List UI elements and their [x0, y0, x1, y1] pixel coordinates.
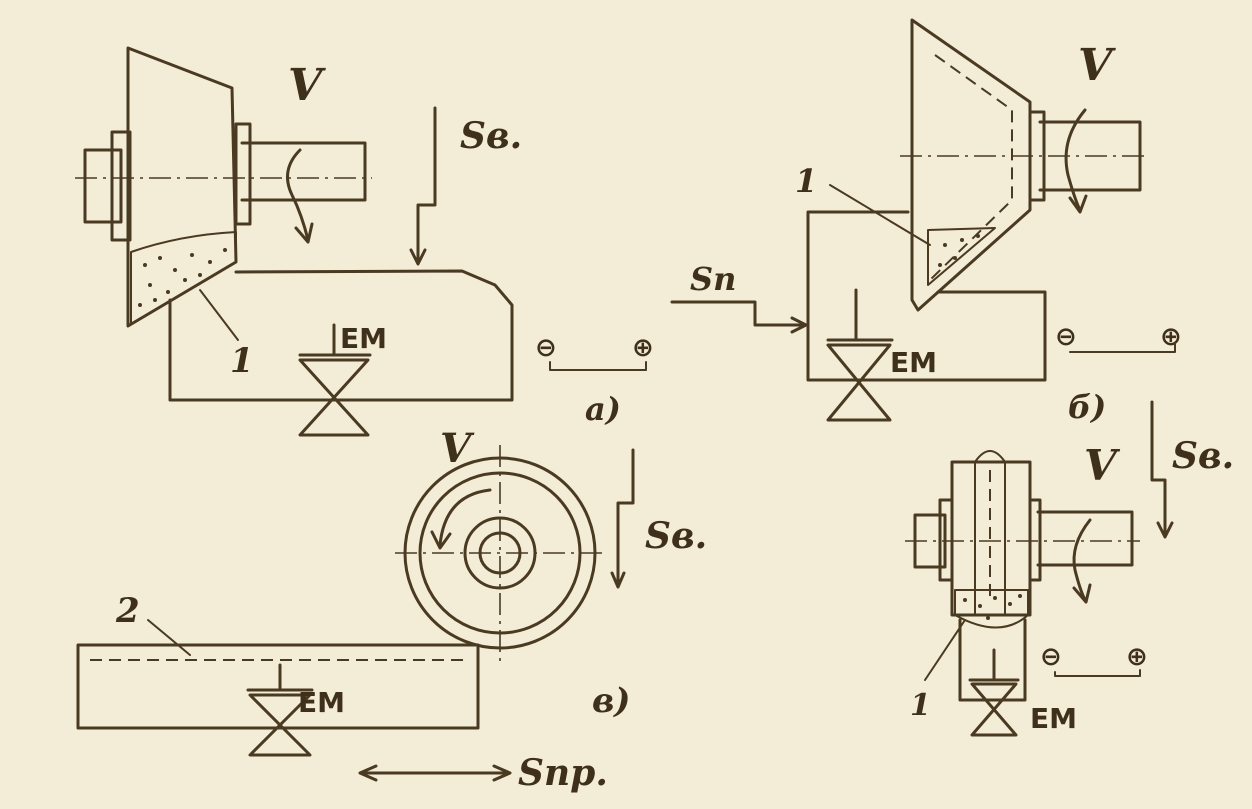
panel-g-circuit-line [1054, 669, 1141, 677]
panel-g-rotation-arrowhead [1072, 583, 1092, 604]
panel-a-shaft [240, 141, 367, 202]
panel-a-feed-label: Sв. [460, 115, 522, 157]
panel-v: V Sв. 2 EM в) Sпр. [76, 425, 707, 794]
panel-a-rotation-arrow [286, 148, 310, 242]
panel-g-feed-arrow [1150, 400, 1167, 537]
panel-a-part-number: 1 [230, 341, 254, 381]
panel-b: V 1 Sп EM ⊖ ⊕ б) [670, 18, 1182, 426]
panel-g-rotation-arrow [1072, 518, 1092, 602]
panel-v-feed-arrow [616, 448, 635, 587]
panel-b-feed-label: Sп [690, 260, 736, 298]
panel-g-plus-terminal: ⊕ [1126, 642, 1148, 672]
panel-b-rotation-arrowhead [1068, 194, 1088, 214]
panel-b-wheel-inner [929, 54, 1013, 281]
panel-a-feed-arrowhead [409, 248, 427, 266]
panel-v-part-number: 2 [115, 591, 140, 631]
panel-a-nut [83, 148, 123, 224]
panel-v-letter: в) [592, 681, 630, 721]
panel-v-rotation-arrow [438, 488, 492, 547]
panel-b-part-number: 1 [795, 162, 817, 200]
panel-v-electrode-block [76, 643, 480, 730]
panel-a-circuit-line [549, 361, 647, 371]
panel-a-speed-label: V [288, 60, 326, 111]
panel-b-minus-terminal: ⊖ [1055, 322, 1077, 352]
panel-a-abrasive-zone [130, 231, 237, 325]
panel-a-minus-terminal: ⊖ [535, 333, 557, 363]
panel-b-plus-terminal: ⊕ [1160, 322, 1182, 352]
panel-b-feed-arrowhead [790, 316, 808, 334]
panel-b-em-symbol [826, 288, 894, 422]
panel-b-leader [829, 184, 931, 246]
panel-a-feed-arrow [416, 106, 437, 264]
panel-b-letter: б) [1068, 388, 1106, 426]
panel-g-part-number: 1 [910, 688, 931, 723]
panel-b-grit [938, 234, 980, 267]
panel-g-feed-arrowhead [1156, 521, 1174, 539]
panel-a-em-symbol [298, 323, 372, 437]
panel-a-leader [199, 289, 239, 341]
panel-b-wheel-outer [910, 18, 1032, 312]
panel-v-traverse-left-head [358, 764, 378, 782]
panel-a-letter: а) [585, 390, 621, 428]
panel-g-electrode-label: EM [1030, 702, 1077, 735]
panel-v-leader [147, 619, 191, 656]
panel-g-speed-label: V [1084, 441, 1121, 490]
panel-b-electrode-block [806, 210, 1047, 382]
panel-v-rotation-arrowhead [430, 530, 452, 550]
panel-a-grit [138, 248, 227, 307]
panel-v-speed-label: V [440, 425, 475, 472]
panel-g-minus-terminal: ⊖ [1040, 642, 1062, 672]
panel-b-circuit-line [1069, 342, 1176, 353]
panel-a-flange-right [234, 122, 252, 226]
panel-a-wheel [126, 46, 238, 328]
panel-b-abrasive-zone [927, 227, 996, 286]
panel-a-electrode-block [168, 269, 514, 402]
panel-g-feed-label: Sв. [1172, 435, 1234, 477]
panel-g-electrode-block [958, 618, 1027, 702]
panel-g: V Sв. 1 EM ⊖ ⊕ [905, 400, 1234, 737]
panel-v-feed-label: Sв. [645, 515, 707, 557]
panel-v-traverse-right-head [492, 764, 512, 782]
panel-b-speed-label: V [1078, 40, 1116, 91]
panel-v-traverse-label: Sпр. [518, 752, 608, 794]
panel-v-feed-arrowhead [610, 571, 626, 589]
panel-v-em-symbol [246, 663, 314, 757]
panel-a-electrode-label: EM [340, 322, 387, 355]
panel-b-rotation-arrow [1064, 108, 1087, 212]
panel-g-wheel-top-rib [974, 450, 1006, 463]
panel-b-electrode-label: EM [890, 346, 937, 379]
panel-a: V Sв. 1 EM ⊖ ⊕ а) [75, 46, 654, 437]
panel-a-plus-terminal: ⊕ [632, 333, 654, 363]
panel-g-shaft [1036, 510, 1134, 567]
panel-b-feed-arrow [670, 300, 807, 327]
panel-g-leader [924, 619, 966, 681]
panel-g-grit [963, 594, 1022, 620]
panel-g-abrasive-zone [954, 589, 1029, 629]
panel-v-electrode-label: EM [298, 686, 345, 719]
panel-g-em-symbol [968, 648, 1020, 737]
panel-a-flange-left [110, 130, 132, 242]
panel-a-rotation-arrowhead [294, 222, 314, 244]
